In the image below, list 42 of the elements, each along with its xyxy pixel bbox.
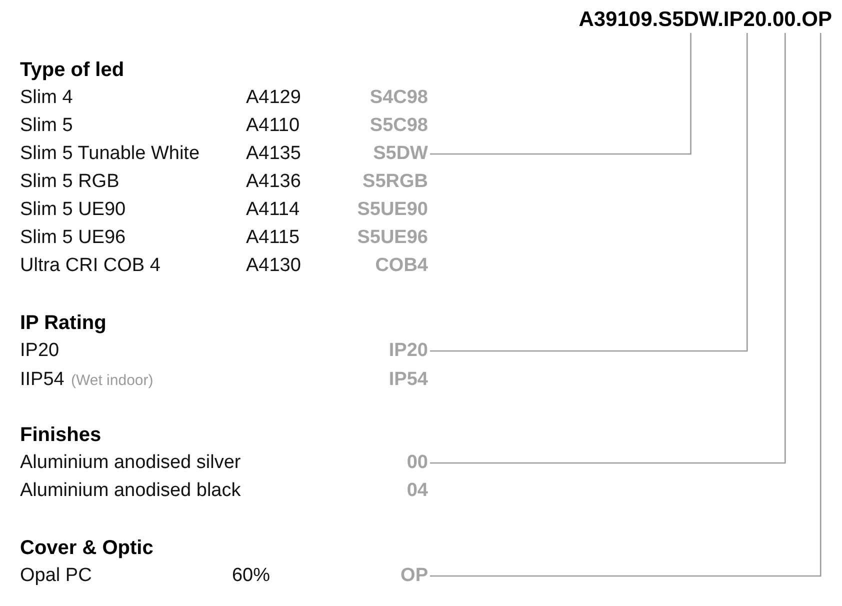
section-heading: Finishes [20, 424, 102, 446]
item-name: Slim 5 [20, 115, 73, 137]
article-number: A4136 [246, 171, 301, 193]
option-code: S4C98 [370, 87, 428, 109]
item-name: Slim 5 UE96 [20, 227, 126, 249]
item-name: Slim 4 [20, 87, 73, 109]
option-code: IP54 [388, 369, 428, 391]
option-code: S5DW [373, 143, 428, 165]
section-heading: Type of led [20, 59, 124, 81]
item-name: Aluminium anodised black [20, 480, 241, 502]
option-code: S5RGB [362, 171, 428, 193]
section-heading: Cover & Optic [20, 537, 154, 559]
option-code: S5UE96 [357, 227, 428, 249]
item-name: Slim 5 RGB [20, 171, 120, 193]
option-code: OP [400, 565, 428, 587]
item-name: Slim 5 UE90 [20, 199, 126, 221]
percentage-value: 60% [232, 565, 270, 587]
option-code: COB4 [375, 255, 428, 277]
article-number: A4135 [246, 143, 301, 165]
item-name: Slim 5 Tunable White [20, 143, 200, 165]
article-number: A4114 [246, 199, 300, 221]
product-code: A39109.S5DW.IP20.00.OP [578, 9, 832, 31]
leader-line [430, 33, 692, 155]
leader-line [430, 33, 786, 464]
article-number: A4115 [246, 227, 300, 249]
option-code: 00 [406, 452, 428, 474]
item-name: IIP54 [20, 369, 64, 391]
article-number: A4129 [246, 87, 301, 109]
option-code: 04 [406, 480, 428, 502]
option-code: S5UE90 [357, 199, 428, 221]
article-number: A4110 [246, 115, 300, 137]
option-code: S5C98 [370, 115, 428, 137]
item-name: Ultra CRI COB 4 [20, 255, 160, 277]
note: (Wet indoor) [71, 371, 154, 391]
leader-line [430, 33, 748, 352]
item-name: IP20 [20, 340, 60, 362]
leader-line [430, 33, 822, 577]
option-code: IP20 [388, 340, 428, 362]
item-name: Opal PC [20, 565, 92, 587]
section-heading: IP Rating [20, 312, 106, 334]
article-number: A4130 [246, 255, 301, 277]
item-name: Aluminium anodised silver [20, 452, 241, 474]
